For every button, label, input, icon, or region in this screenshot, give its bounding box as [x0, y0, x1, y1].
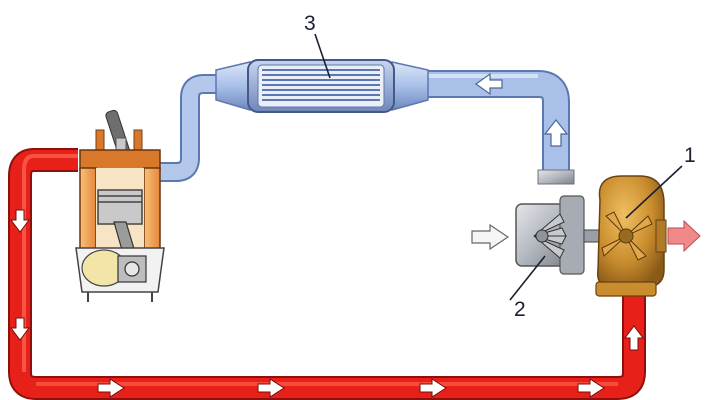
flow-arrow-icon	[10, 209, 30, 233]
callout-lines	[314, 33, 683, 301]
flow-arrow-icon	[543, 119, 569, 147]
compressor-wheel	[533, 213, 567, 259]
flow-arrow-icon	[257, 378, 285, 398]
callout-compressor: 2	[514, 298, 526, 321]
exhaust-exit-arrow-icon	[667, 219, 701, 253]
intercooler-icon	[247, 59, 395, 113]
turbocharger-icon	[515, 175, 667, 297]
exhaust-pipe	[8, 148, 646, 400]
intake-air-pipe	[160, 61, 575, 185]
flow-arrow-icon	[97, 378, 125, 398]
exhaust-flow-arrows	[10, 209, 644, 398]
engine-cylinder-icon	[75, 109, 165, 302]
turbine-wheel	[601, 211, 653, 261]
flow-arrow-icon	[10, 317, 30, 341]
flow-arrow-icon	[474, 72, 503, 96]
flow-arrow-icon	[577, 378, 605, 398]
intake-flow-arrows	[471, 72, 569, 251]
callout-turbine: 1	[684, 144, 696, 167]
flow-arrow-icon	[419, 378, 447, 398]
flow-arrow-icon	[471, 223, 510, 251]
callout-intercooler: 3	[304, 12, 316, 35]
flow-arrow-icon	[624, 325, 644, 351]
